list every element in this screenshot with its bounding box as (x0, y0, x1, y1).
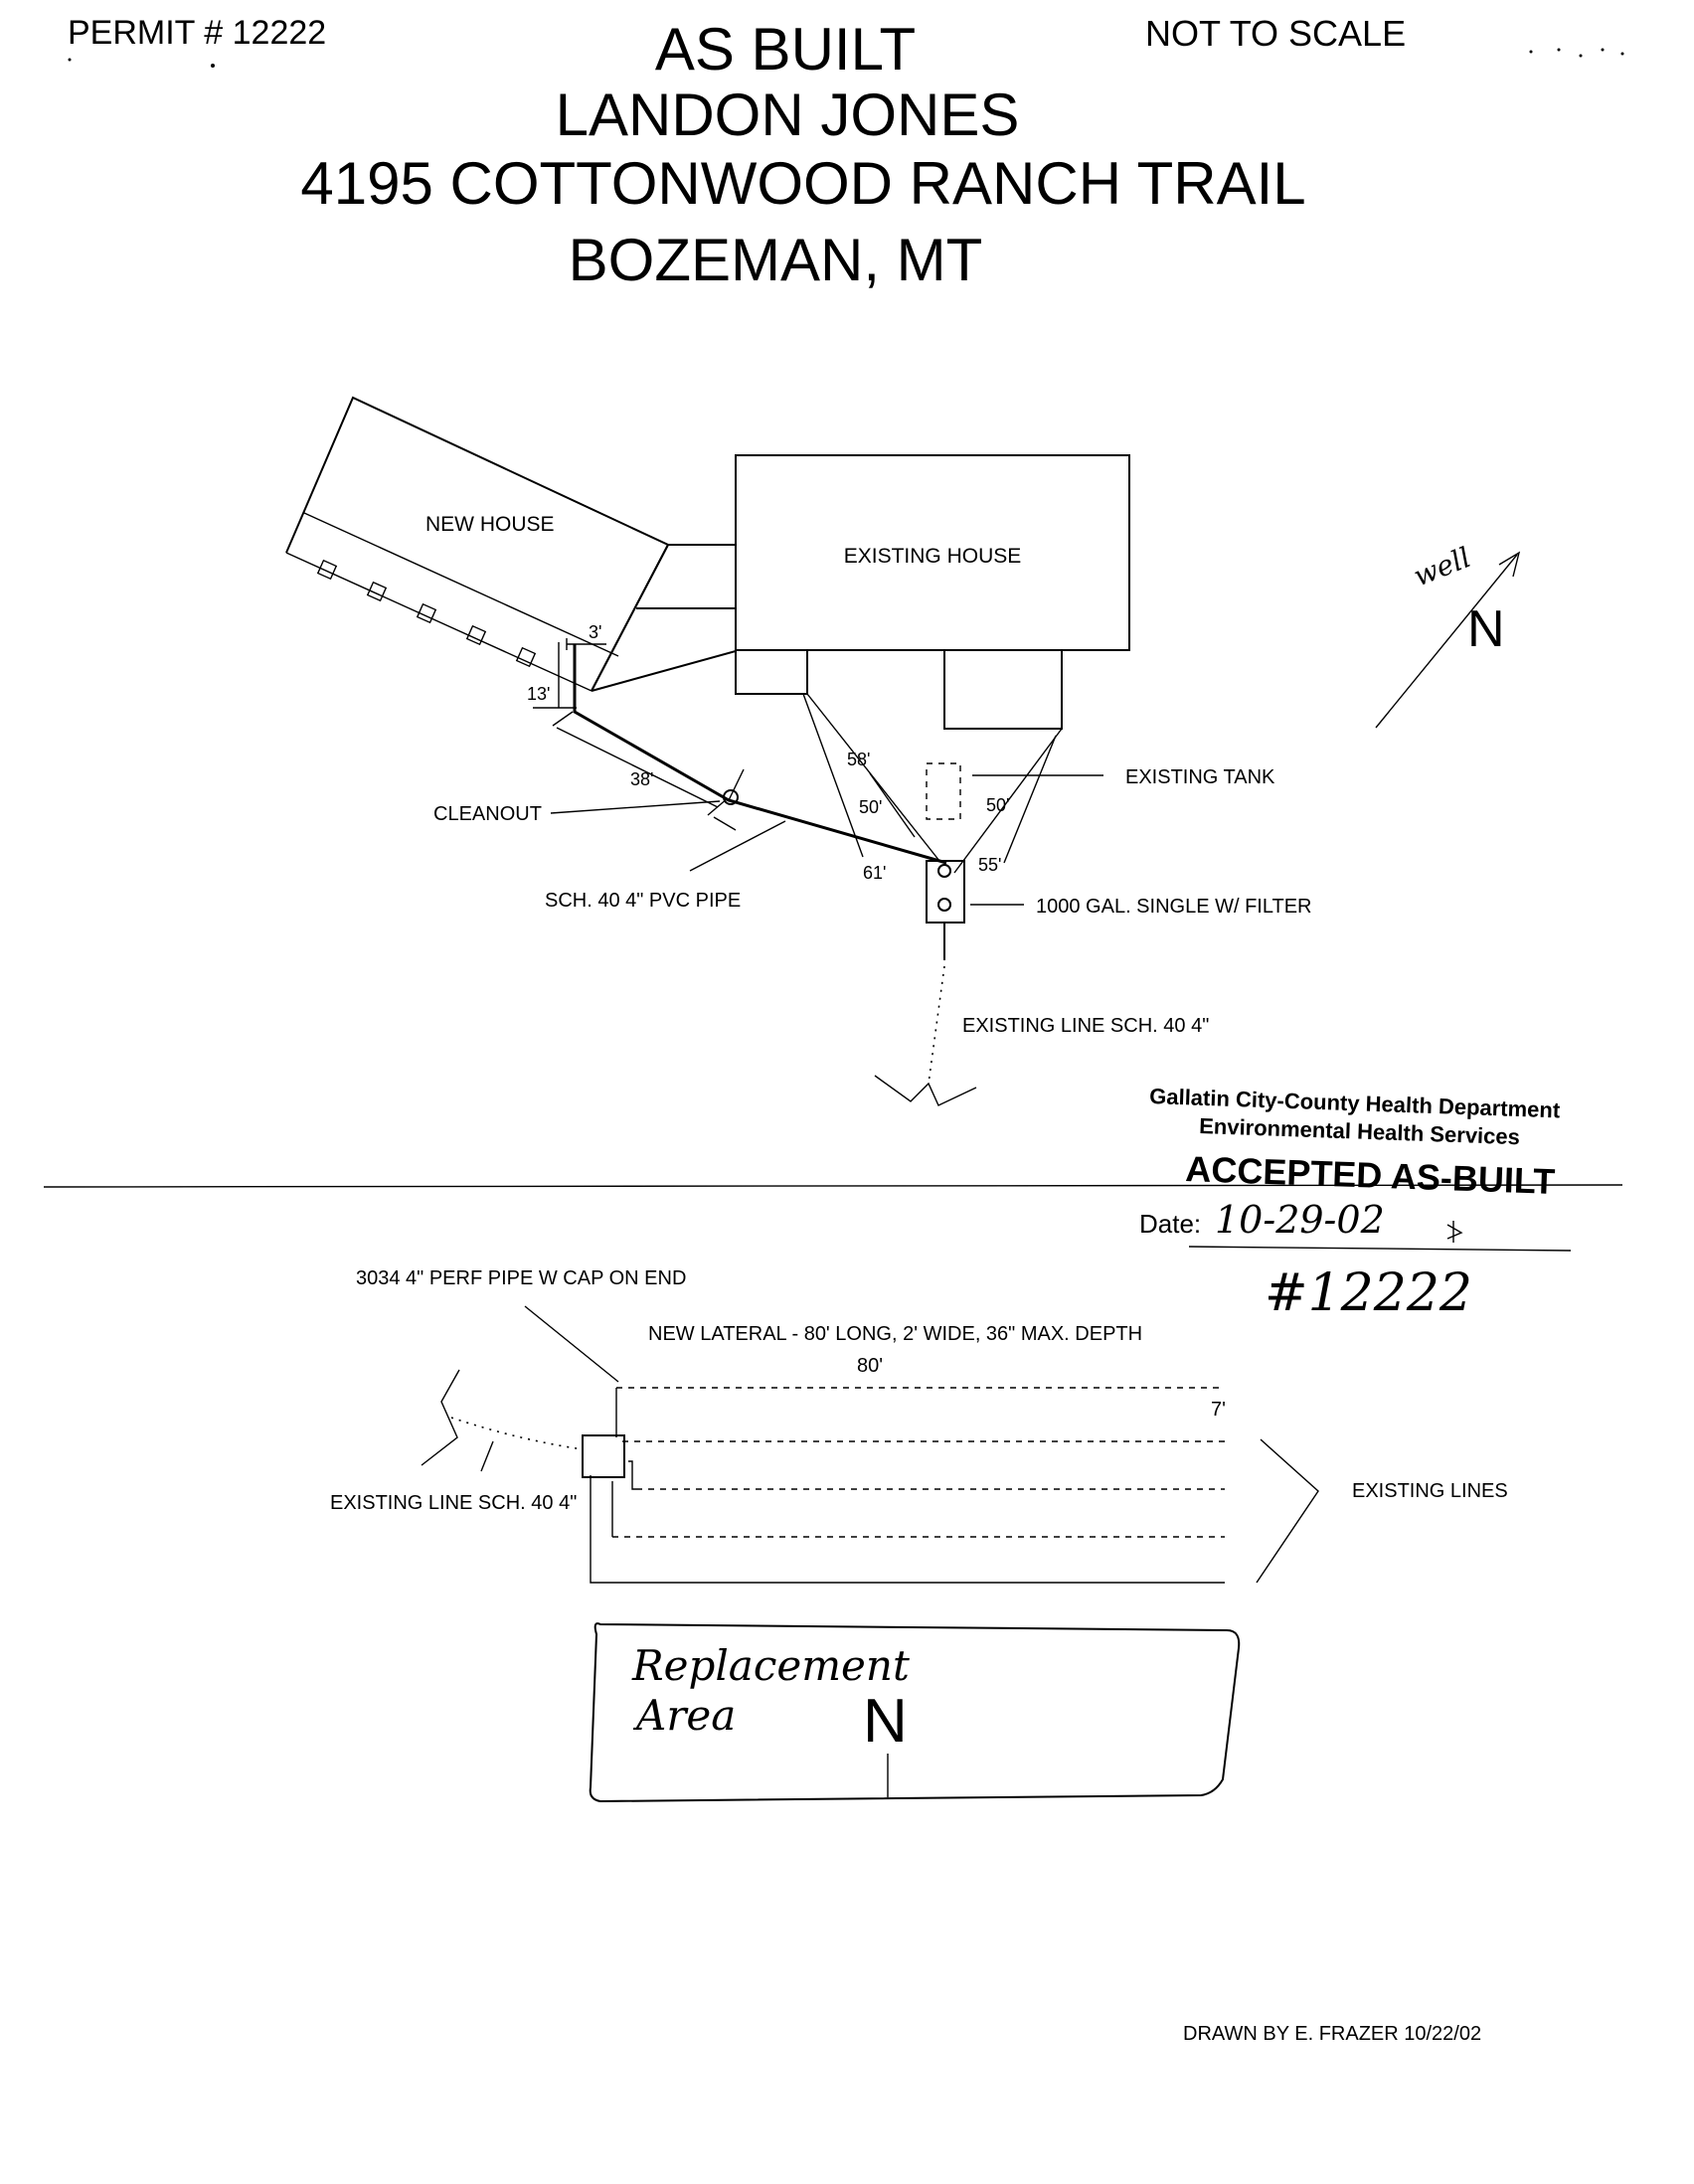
existing-tank-outline (926, 762, 961, 820)
drainfield-existing-line-label: EXISTING LINE SCH. 40 4" (330, 1492, 577, 1514)
dim-61: 61' (863, 863, 886, 883)
drainfield-break-symbol (421, 1369, 460, 1466)
existing-house-bumpout-right (943, 650, 1063, 730)
cleanout-leader (550, 800, 721, 814)
existing-house-bumpout-left (735, 649, 808, 695)
north-arrow (1375, 551, 1521, 729)
stamp-permit-handwritten: #12222 (1265, 1263, 1472, 1323)
replacement-north-label: N (863, 1687, 908, 1756)
existing-house-footprint (735, 454, 1130, 651)
cleanout-label: CLEANOUT (433, 803, 542, 825)
dim-13: 13' (527, 684, 550, 704)
replacement-label: Replacement (631, 1641, 910, 1690)
replacement-area-boundary (589, 1622, 1241, 1803)
title-city: BOZEMAN, MT (569, 227, 983, 293)
existing-tank-label: EXISTING TANK (1125, 766, 1275, 788)
stamp-accepted: ACCEPTED AS-BUILT (1185, 1148, 1556, 1202)
existing-lines-label: EXISTING LINES (1352, 1480, 1508, 1502)
existing-house-label: EXISTING HOUSE (844, 545, 1022, 568)
title-as-built: AS BUILT (655, 16, 916, 83)
septic-tank-1000gal (926, 860, 965, 924)
drainfield-laterals (590, 1387, 1225, 1584)
new-house-label: NEW HOUSE (425, 513, 555, 536)
replacement-area-label: Area (632, 1691, 736, 1740)
pipe-label: SCH. 40 4" PVC PIPE (545, 890, 741, 912)
dim-55: 55' (978, 855, 1001, 875)
permit-number: PERMIT # 12222 (68, 14, 326, 52)
dim-3: 3' (589, 622, 601, 642)
new-house-footprint (285, 396, 670, 692)
house-connector (591, 544, 737, 692)
cleanout-marker (723, 789, 739, 805)
distance-lines (802, 693, 1063, 874)
stamp-initial-mark (1446, 1221, 1463, 1243)
existing-lines-arrow (1256, 1438, 1319, 1584)
drainfield-inlet-dotted (450, 1417, 584, 1450)
existing-line-leader (480, 1440, 494, 1472)
dim-58: 58' (847, 750, 870, 769)
existing-line-label: EXISTING LINE SCH. 40 4" (962, 1015, 1209, 1037)
perf-pipe-leader (524, 1305, 619, 1383)
length-7: 7' (1211, 1399, 1226, 1421)
not-to-scale-note: NOT TO SCALE (1145, 13, 1406, 54)
title-address: 4195 COTTONWOOD RANCH TRAIL (300, 150, 1305, 217)
health-dept-stamp: Gallatin City-County Health Department E… (1139, 1084, 1572, 1323)
distribution-box (582, 1434, 625, 1478)
length-80: 80' (857, 1355, 883, 1377)
well-label: well (1409, 541, 1475, 592)
existing-line-dotted (928, 965, 945, 1085)
stamp-date-value: 10-29-02 (1215, 1198, 1385, 1242)
new-lateral-label: NEW LATERAL - 80' LONG, 2' WIDE, 36" MAX… (648, 1323, 1142, 1345)
tank-1000-label: 1000 GAL. SINGLE W/ FILTER (1036, 896, 1312, 918)
tank-filter (937, 898, 951, 912)
dim-38: 38' (630, 769, 653, 789)
break-symbol (874, 1075, 977, 1106)
dimension-13ft (533, 642, 577, 709)
dim-50a: 50' (859, 797, 882, 817)
perf-pipe-label: 3034 4" PERF PIPE W CAP ON END (356, 1267, 686, 1289)
scan-specks (68, 48, 1624, 68)
stamp-date-label: Date: (1139, 1209, 1201, 1239)
section-divider (43, 1184, 1623, 1188)
title-owner: LANDON JONES (556, 82, 1020, 148)
pipe-leader (689, 820, 786, 872)
dim-50b: 50' (986, 795, 1009, 815)
drawn-by: DRAWN BY E. FRAZER 10/22/02 (1183, 2023, 1481, 2045)
tank-inlet (937, 864, 951, 878)
north-label: N (1467, 600, 1505, 658)
sewer-pipe (552, 644, 947, 865)
